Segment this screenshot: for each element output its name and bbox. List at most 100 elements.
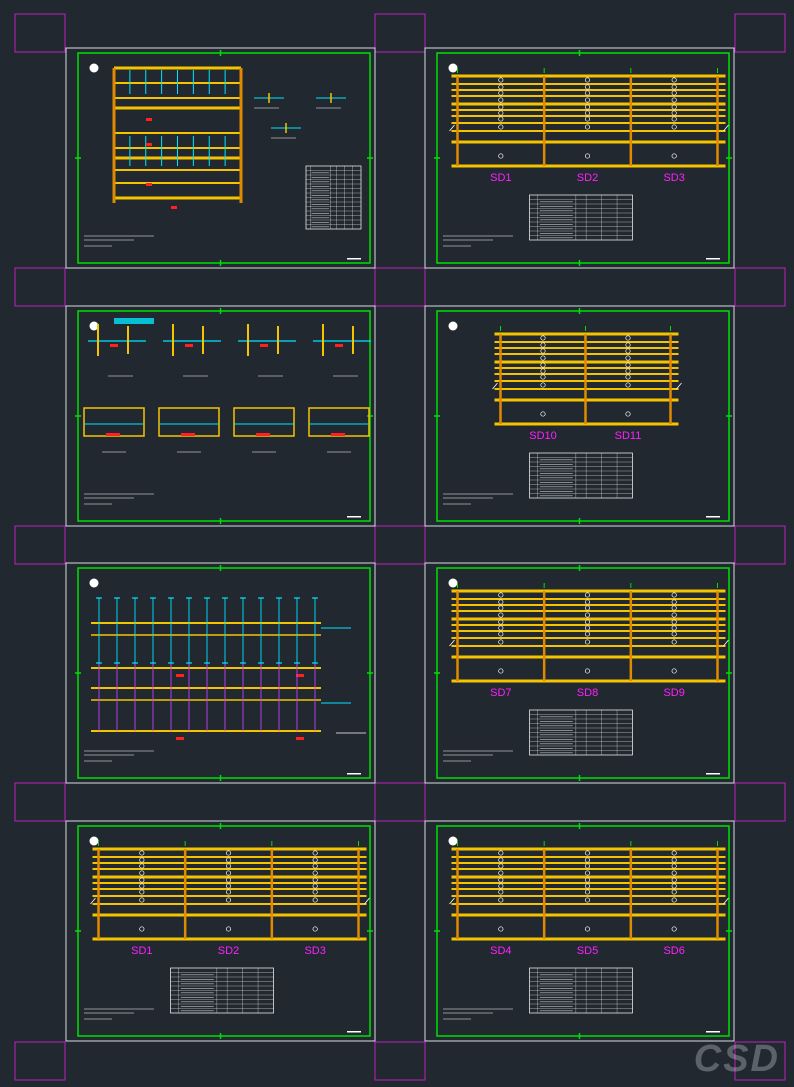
sheet-border xyxy=(65,820,376,1042)
sheet-border xyxy=(424,305,735,527)
hole-marker xyxy=(625,368,631,374)
break-mark xyxy=(90,897,96,905)
red-mark xyxy=(335,344,343,347)
hole-marker xyxy=(498,90,504,96)
hole-marker xyxy=(498,889,504,895)
hole-marker xyxy=(540,342,546,348)
hole-marker xyxy=(625,411,631,417)
sheet-number-bar xyxy=(706,258,720,260)
hole-marker xyxy=(671,97,677,103)
hole-marker xyxy=(671,926,677,932)
hole-marker xyxy=(671,639,677,645)
frame-label: SD10 xyxy=(529,430,557,442)
hole-marker xyxy=(584,857,591,863)
sheet-border xyxy=(424,820,735,1042)
corner-box xyxy=(374,267,426,307)
hole-marker xyxy=(584,863,591,869)
north-arrow-icon xyxy=(89,321,99,331)
corner-box xyxy=(14,782,66,822)
hole-marker xyxy=(584,612,591,618)
red-mark xyxy=(146,143,152,146)
hole-marker xyxy=(625,342,631,348)
hole-marker xyxy=(584,97,591,103)
corner-box xyxy=(14,267,66,307)
red-mark xyxy=(181,433,195,436)
hole-marker xyxy=(671,592,677,598)
hole-marker xyxy=(584,625,591,631)
break-mark xyxy=(723,639,729,647)
corner-boxes xyxy=(14,13,786,1081)
corner-box xyxy=(374,525,426,565)
detail-frame xyxy=(158,407,220,437)
break-mark xyxy=(492,382,498,390)
hole-marker xyxy=(498,153,504,159)
hole-marker xyxy=(540,411,546,417)
hole-marker xyxy=(584,619,591,625)
hole-marker xyxy=(671,599,677,605)
hole-marker xyxy=(584,605,591,611)
north-arrow-icon xyxy=(448,836,458,846)
break-mark xyxy=(449,639,455,647)
frame-label: SD5 xyxy=(577,945,598,957)
red-mark xyxy=(110,344,118,347)
detail-header xyxy=(114,318,154,324)
frame-label: SD1 xyxy=(490,172,511,184)
hole-marker xyxy=(584,668,591,674)
sheet-number-bar xyxy=(706,1031,720,1033)
hole-marker xyxy=(498,926,504,932)
sheet-number-bar xyxy=(347,773,361,775)
red-mark xyxy=(176,737,184,740)
hole-marker xyxy=(584,926,591,932)
break-mark xyxy=(364,897,370,905)
hole-marker xyxy=(671,870,677,876)
hole-marker xyxy=(540,348,546,354)
hole-marker xyxy=(625,335,631,341)
hole-marker xyxy=(584,592,591,598)
hole-marker xyxy=(312,889,318,895)
hole-marker xyxy=(139,897,145,903)
hole-marker xyxy=(625,382,631,388)
detail-frame xyxy=(233,407,295,437)
north-arrow-icon xyxy=(89,63,99,73)
hole-marker xyxy=(225,926,232,932)
hole-marker xyxy=(498,883,504,889)
hole-marker xyxy=(498,124,504,130)
hole-marker xyxy=(540,362,546,368)
frame-label: SD3 xyxy=(663,172,684,184)
hole-marker xyxy=(584,110,591,116)
frame-label: SD2 xyxy=(577,172,598,184)
red-mark xyxy=(296,674,304,677)
hole-marker xyxy=(671,631,677,637)
break-mark xyxy=(449,124,455,132)
hole-marker xyxy=(312,857,318,863)
frame-label: SD3 xyxy=(304,945,325,957)
hole-marker xyxy=(671,90,677,96)
hole-marker xyxy=(498,104,504,110)
hole-marker xyxy=(498,599,504,605)
hole-marker xyxy=(498,625,504,631)
north-arrow-icon xyxy=(89,836,99,846)
red-mark xyxy=(260,344,268,347)
hole-marker xyxy=(671,110,677,116)
hole-marker xyxy=(671,863,677,869)
hole-marker xyxy=(225,883,232,889)
hole-marker xyxy=(498,631,504,637)
detail-frame xyxy=(83,407,145,437)
hole-marker xyxy=(139,857,145,863)
hole-marker xyxy=(671,612,677,618)
hole-marker xyxy=(139,926,145,932)
hole-marker xyxy=(584,883,591,889)
hole-marker xyxy=(498,668,504,674)
hole-marker xyxy=(671,625,677,631)
corner-box xyxy=(14,525,66,565)
north-arrow-icon xyxy=(448,321,458,331)
hole-marker xyxy=(139,870,145,876)
sheet-number-bar xyxy=(347,258,361,260)
corner-box xyxy=(374,1041,426,1081)
hole-marker xyxy=(625,374,631,380)
hole-marker xyxy=(584,104,591,110)
hole-marker xyxy=(584,153,591,159)
frame-label: SD4 xyxy=(490,945,511,957)
